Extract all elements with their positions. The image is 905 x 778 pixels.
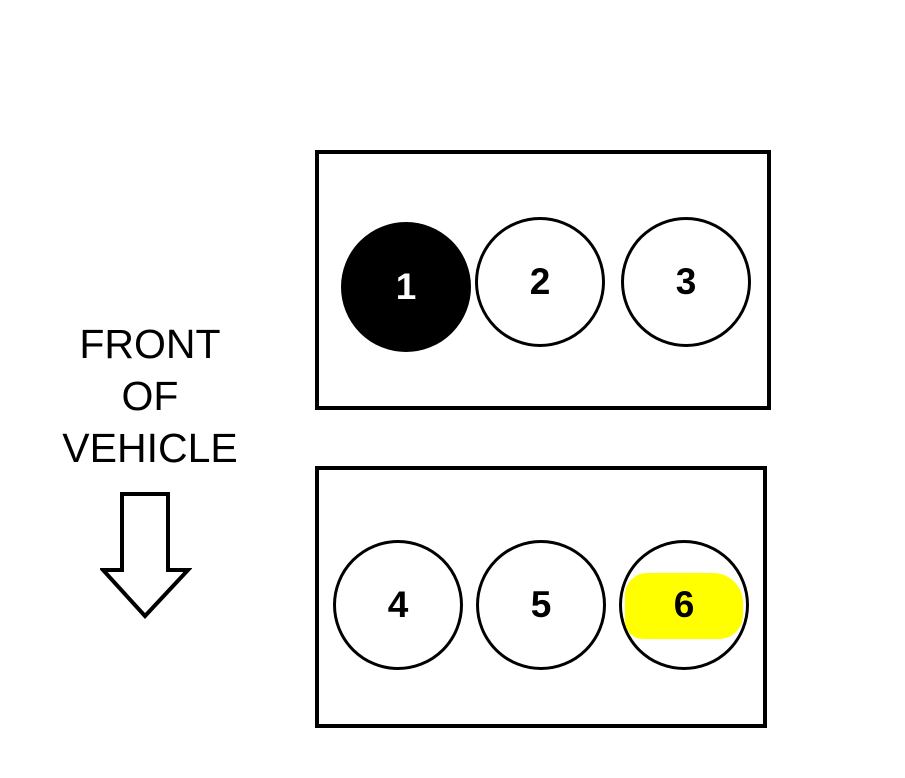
- highlight-mark: [625, 573, 743, 639]
- cylinder-number: 1: [395, 266, 417, 307]
- cylinder-number: 5: [530, 584, 552, 625]
- cylinder-3: 3: [621, 217, 751, 347]
- cylinder-number: 2: [529, 261, 551, 302]
- cylinder-bank-top: 1 2 3: [315, 150, 771, 410]
- cylinder-number: 3: [675, 261, 697, 302]
- cylinder-number: 6: [673, 584, 695, 625]
- cylinder-bank-bottom: 4 5 6: [315, 466, 767, 728]
- cylinder-4: 4: [333, 540, 463, 670]
- cylinder-1: 1: [341, 222, 471, 352]
- cylinder-2: 2: [475, 217, 605, 347]
- cylinder-number: 4: [387, 584, 409, 625]
- cylinder-5: 5: [476, 540, 606, 670]
- front-label-line2: OF: [121, 373, 179, 419]
- cylinder-6: 6: [619, 540, 749, 670]
- front-label-line1: FRONT: [79, 321, 221, 367]
- front-label-line3: VEHICLE: [62, 425, 238, 471]
- front-of-vehicle-label: FRONT OF VEHICLE: [40, 318, 260, 474]
- arrow-down-icon: [100, 492, 192, 619]
